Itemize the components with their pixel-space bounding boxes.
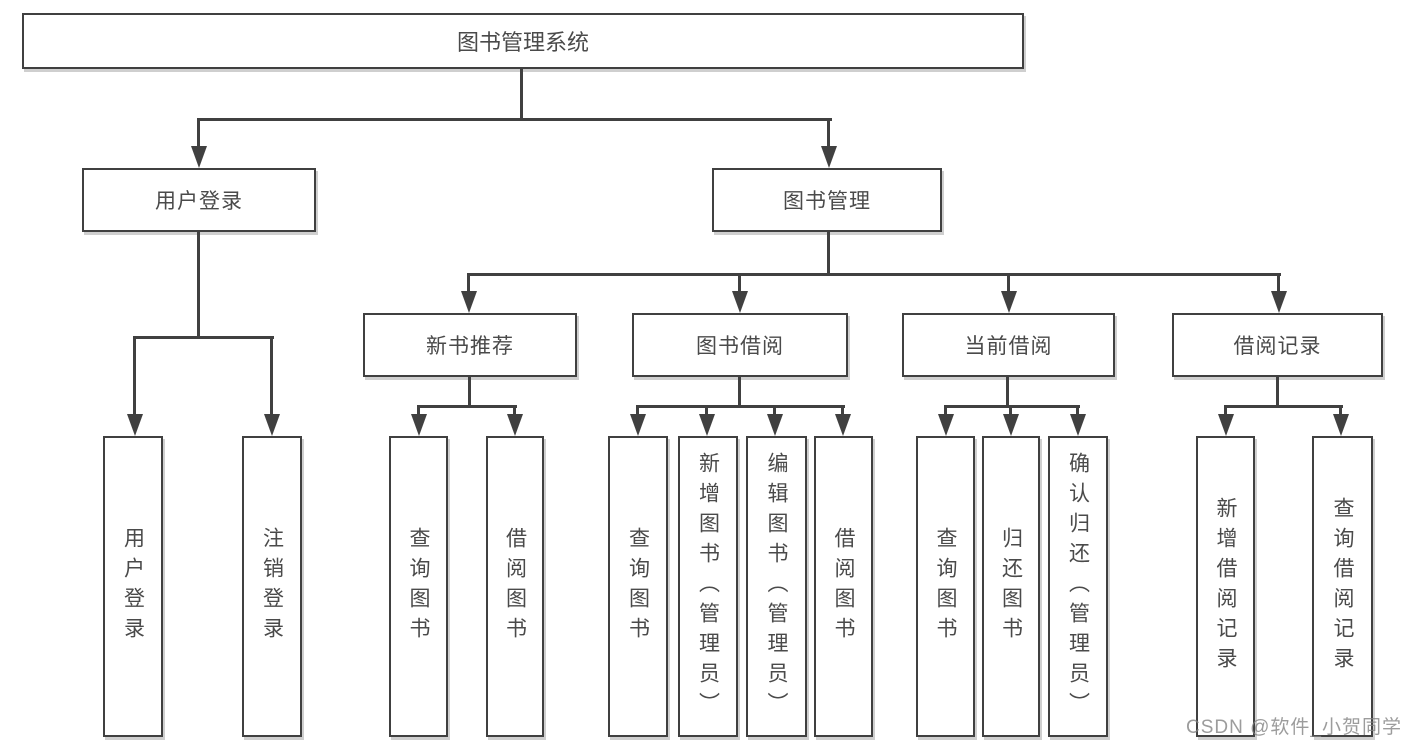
connector-stub xyxy=(417,405,420,417)
node-label: 借阅记录 xyxy=(1233,335,1322,358)
arrow-down-icon xyxy=(699,414,715,436)
arrow-down-icon xyxy=(821,146,837,168)
arrow-down-icon xyxy=(938,414,954,436)
connector-stub xyxy=(705,405,708,417)
leaf-label: 查询图书 xyxy=(934,526,957,647)
leaf-add-books-admin: 新增图书（管理员） xyxy=(678,436,738,737)
leaf-query-books-recommend: 查询图书 xyxy=(389,436,448,737)
connector-stub xyxy=(944,405,947,417)
connector-current-borrow-rail xyxy=(944,405,1080,408)
arrow-down-icon xyxy=(767,414,783,436)
leaf-confirm-return-admin: 确认归还（管理员） xyxy=(1048,436,1108,737)
connector-stub xyxy=(1224,405,1227,417)
node-label: 图书借阅 xyxy=(696,335,784,358)
leaf-label: 查询图书 xyxy=(626,526,650,647)
leaf-label: 用户登录 xyxy=(121,526,145,647)
connector-user-login-rail xyxy=(133,336,274,339)
arrow-down-icon xyxy=(1218,414,1234,436)
leaf-label: 新增借阅记录 xyxy=(1214,496,1237,677)
arrow-down-icon xyxy=(507,414,523,436)
leaf-add-borrow-record: 新增借阅记录 xyxy=(1196,436,1255,737)
leaf-label: 注销登录 xyxy=(260,526,284,647)
leaf-label: 新增图书（管理员） xyxy=(696,451,720,722)
leaf-query-books-borrowing: 查询图书 xyxy=(608,436,668,737)
arrow-down-icon xyxy=(630,414,646,436)
leaf-label: 确认归还（管理员） xyxy=(1066,451,1090,722)
connector-book-borrow-rail xyxy=(636,405,845,408)
arrow-down-icon xyxy=(1271,291,1287,313)
connector-stub-login-leaf xyxy=(133,336,136,414)
node-library-management-system: 图书管理系统 xyxy=(22,13,1024,69)
csdn-watermark: CSDN @软件_小贺同学 xyxy=(1186,717,1402,738)
connector-root-drop xyxy=(520,69,523,120)
node-user-login: 用户登录 xyxy=(82,168,316,232)
leaf-query-books-current: 查询图书 xyxy=(916,436,975,737)
connector-stub-book-borrow xyxy=(738,273,741,291)
node-new-book-recommend: 新书推荐 xyxy=(363,313,577,377)
node-label: 用户登录 xyxy=(155,190,243,213)
connector-stub xyxy=(636,405,639,417)
connector-stub-borrow-records xyxy=(1277,273,1280,291)
leaf-logout: 注销登录 xyxy=(242,436,302,737)
connector-level3-rail xyxy=(467,273,1281,276)
connector-user-login-drop xyxy=(197,232,200,338)
connector-stub xyxy=(1076,405,1079,417)
leaf-return-books: 归还图书 xyxy=(982,436,1040,737)
arrow-down-icon xyxy=(264,414,280,436)
connector-stub xyxy=(773,405,776,417)
arrow-down-icon xyxy=(127,414,143,436)
leaf-borrow-books: 借阅图书 xyxy=(814,436,873,737)
connector-stub-user-login xyxy=(197,118,200,146)
connector-current-borrow-drop xyxy=(1006,377,1009,407)
leaf-borrow-books-recommend: 借阅图书 xyxy=(486,436,544,737)
node-borrowing-records: 借阅记录 xyxy=(1172,313,1383,377)
arrow-down-icon xyxy=(461,291,477,313)
node-book-borrowing: 图书借阅 xyxy=(632,313,848,377)
connector-new-book-drop xyxy=(468,377,471,407)
leaf-label: 归还图书 xyxy=(999,526,1023,647)
connector-book-mgmt-drop xyxy=(827,232,830,275)
connector-stub xyxy=(1009,405,1012,417)
connector-stub-current-borrow xyxy=(1007,273,1010,291)
connector-borrow-records-rail xyxy=(1224,405,1343,408)
connector-stub xyxy=(513,405,516,417)
arrow-down-icon xyxy=(1333,414,1349,436)
connector-level2-rail xyxy=(197,118,832,121)
leaf-edit-books-admin: 编辑图书（管理员） xyxy=(746,436,807,737)
connector-stub-logout-leaf xyxy=(270,336,273,414)
leaf-label: 查询借阅记录 xyxy=(1331,496,1354,677)
connector-stub xyxy=(841,405,844,417)
arrow-down-icon xyxy=(732,291,748,313)
arrow-down-icon xyxy=(191,146,207,168)
arrow-down-icon xyxy=(835,414,851,436)
connector-book-borrow-drop xyxy=(738,377,741,407)
leaf-label: 借阅图书 xyxy=(832,526,855,647)
connector-stub-book-mgmt xyxy=(827,118,830,146)
node-label: 图书管理系统 xyxy=(456,30,589,55)
node-label: 新书推荐 xyxy=(426,335,514,358)
node-label: 图书管理 xyxy=(783,190,871,213)
arrow-down-icon xyxy=(1001,291,1017,313)
connector-new-book-rail xyxy=(417,405,517,408)
arrow-down-icon xyxy=(1003,414,1019,436)
node-book-management: 图书管理 xyxy=(712,168,942,232)
arrow-down-icon xyxy=(1070,414,1086,436)
connector-borrow-records-drop xyxy=(1276,377,1279,407)
leaf-label: 借阅图书 xyxy=(503,526,527,647)
node-current-borrowing: 当前借阅 xyxy=(902,313,1115,377)
leaf-label: 查询图书 xyxy=(407,526,430,647)
connector-stub-new-book xyxy=(467,273,470,291)
arrow-down-icon xyxy=(411,414,427,436)
leaf-query-borrow-record: 查询借阅记录 xyxy=(1312,436,1373,737)
leaf-user-login: 用户登录 xyxy=(103,436,163,737)
node-label: 当前借阅 xyxy=(964,335,1053,358)
leaf-label: 编辑图书（管理员） xyxy=(765,451,788,722)
connector-stub xyxy=(1339,405,1342,417)
